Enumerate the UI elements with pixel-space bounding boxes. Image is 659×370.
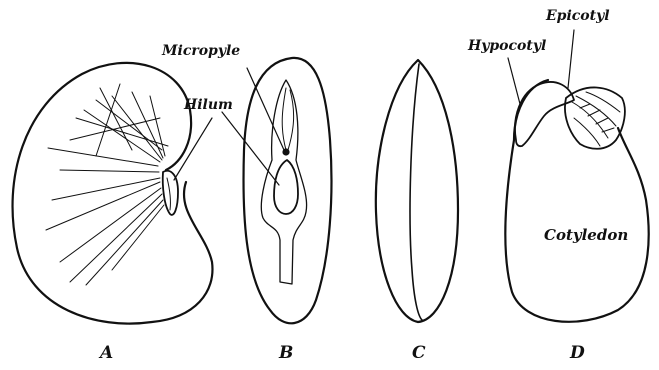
seed-a bbox=[13, 63, 213, 324]
seed-c-outline bbox=[376, 60, 458, 322]
label-cotyledon: Cotyledon bbox=[544, 226, 628, 244]
caption-a: A bbox=[98, 343, 113, 363]
caption-c: C bbox=[412, 343, 426, 363]
seed-c-seam bbox=[410, 64, 422, 320]
seed-b-ridge bbox=[261, 80, 306, 284]
caption-b: B bbox=[278, 343, 293, 363]
label-hilum: Hilum bbox=[183, 97, 233, 113]
seed-b-split bbox=[282, 88, 293, 150]
label-micropyle: Micropyle bbox=[161, 43, 240, 59]
seed-a-outline bbox=[13, 63, 213, 324]
seed-b bbox=[222, 58, 331, 323]
seed-a-hilum-line bbox=[167, 178, 170, 210]
label-hypocotyl: Hypocotyl bbox=[467, 38, 546, 54]
seed-a-hilum-leader bbox=[174, 118, 212, 180]
seed-c bbox=[376, 60, 458, 322]
seed-a-streaks bbox=[46, 84, 168, 285]
hypocotyl-leader bbox=[508, 58, 520, 104]
label-epicotyl: Epicotyl bbox=[545, 8, 610, 24]
epicotyl-leader bbox=[568, 30, 574, 88]
caption-d: D bbox=[569, 343, 585, 363]
cotyledon-outline bbox=[505, 80, 648, 322]
seed-d bbox=[505, 30, 648, 322]
seed-b-hilum bbox=[274, 160, 298, 214]
micropyle-leader bbox=[247, 68, 284, 150]
epicotyl-veins bbox=[572, 92, 620, 146]
hilum-leader-b bbox=[222, 112, 279, 185]
